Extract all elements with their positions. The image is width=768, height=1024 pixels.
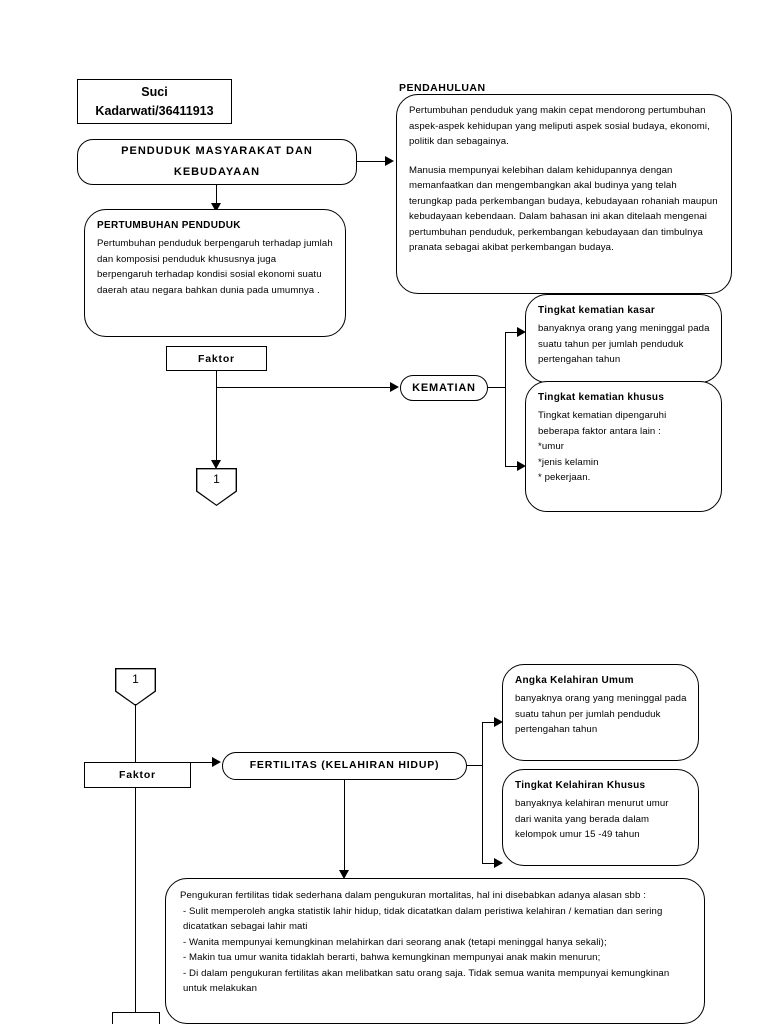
node-kematian: KEMATIAN	[400, 375, 488, 401]
arrowhead-fertilitas-to-pengukuran	[339, 870, 349, 879]
connector-kematian-to-khusus	[505, 466, 519, 468]
main-topic-line-2: KEBUDAYAAN	[173, 166, 261, 178]
pengukuran-item-0: - Sulit memperoleh angka statistik lahir…	[183, 905, 663, 933]
arrowhead-spine-to-fertilitas	[212, 757, 221, 767]
arrowhead-fertilitas-to-angka-umum	[494, 717, 503, 727]
arrowhead-topic-to-pendahuluan	[385, 156, 394, 166]
tingkat-kelahiran-khusus-body: banyaknya kelahiran menurut umur dari wa…	[515, 798, 669, 841]
arrowhead-kematian-to-kasar	[517, 327, 526, 337]
node-faktor-fertilitas: Faktor	[84, 762, 191, 788]
kematian-khusus-item-0: *umur	[538, 441, 565, 453]
pendahuluan-spacer	[409, 150, 720, 163]
connector-kematian-bus	[505, 332, 507, 467]
kematian-khusus-body: Tingkat kematian dipengaruhi beberapa fa…	[538, 410, 667, 437]
connector-spine-section2	[135, 704, 137, 1020]
arrowhead-fertilitas-to-kelahiran-khusus	[494, 858, 503, 868]
node-angka-kelahiran-umum: Angka Kelahiran Umum banyaknya orang yan…	[502, 664, 699, 761]
pendahuluan-paragraph-1: Pertumbuhan penduduk yang makin cepat me…	[409, 105, 710, 148]
connector-faktor-to-kematian	[216, 387, 390, 389]
kematian-khusus-heading: Tingkat kematian khusus	[538, 392, 665, 403]
pertumbuhan-heading: PERTUMBUHAN PENDUDUK	[97, 220, 241, 231]
pertumbuhan-body: Pertumbuhan penduduk berpengaruh terhada…	[97, 238, 333, 296]
kematian-kasar-body: banyaknya orang yang meninggal pada suat…	[538, 323, 710, 366]
main-topic-line-1: PENDUDUK MASYARAKAT DAN	[121, 145, 313, 158]
page-connector-in-label: 1	[132, 672, 139, 686]
pendahuluan-paragraph-2: Manusia mempunyai kelebihan dalam kehidu…	[409, 164, 718, 254]
connector-faktor-to-page-marker	[216, 371, 218, 462]
page-connector-out-1: 1	[196, 468, 237, 506]
faktor-label-2: Faktor	[119, 769, 156, 781]
arrowhead-faktor-to-kematian	[390, 382, 399, 392]
connector-kematian-stem	[488, 387, 506, 389]
node-tingkat-kelahiran-khusus: Tingkat Kelahiran Khusus banyaknya kelah…	[502, 769, 699, 866]
node-pertumbuhan-penduduk: PERTUMBUHAN PENDUDUK Pertumbuhan pendudu…	[84, 209, 346, 337]
kematian-khusus-item-1: *jenis kelamin	[538, 456, 599, 468]
connector-topic-to-pendahuluan	[357, 161, 385, 163]
pengukuran-intro: Pengukuran fertilitas tidak sederhana da…	[180, 890, 646, 901]
pengukuran-item-1: - Wanita mempunyai kemungkinan melahirka…	[183, 936, 607, 948]
angka-kelahiran-umum-body: banyaknya orang yang meninggal pada suat…	[515, 693, 687, 736]
node-penduduk-masyarakat-dan-kebudayaan: PENDUDUK MASYARAKAT DAN KEBUDAYAAN	[77, 139, 357, 185]
page-connector-out-label: 1	[213, 472, 220, 486]
arrowhead-kematian-to-khusus	[517, 461, 526, 471]
kematian-khusus-item-2: * pekerjaan.	[538, 472, 591, 484]
author-second-line: Kadarwati/36411913	[95, 103, 214, 118]
node-pengukuran-fertilitas: Pengukuran fertilitas tidak sederhana da…	[165, 878, 705, 1024]
angka-kelahiran-umum-heading: Angka Kelahiran Umum	[515, 675, 634, 686]
pengukuran-item-3: - Di dalam pengukuran fertilitas akan me…	[183, 967, 670, 995]
node-tingkat-kematian-khusus: Tingkat kematian khusus Tingkat kematian…	[525, 381, 722, 512]
node-pendahuluan: Pertumbuhan penduduk yang makin cepat me…	[396, 94, 732, 294]
kematian-label: KEMATIAN	[412, 382, 476, 394]
arrowhead-topic-to-pertumbuhan	[211, 203, 221, 212]
tingkat-kelahiran-khusus-heading: Tingkat Kelahiran Khusus	[515, 780, 646, 791]
connector-fertilitas-bus	[482, 722, 484, 864]
page-connector-in-1: 1	[115, 668, 156, 706]
fertilitas-label: FERTILITAS (KELAHIRAN HIDUP)	[249, 759, 440, 772]
faktor-label-1: Faktor	[198, 352, 235, 365]
author-first-line: Suci	[141, 84, 168, 99]
node-tingkat-kematian-kasar: Tingkat kematian kasar banyaknya orang y…	[525, 294, 722, 383]
connector-kematian-to-kasar	[505, 332, 519, 334]
pengukuran-item-2: - Makin tua umur wanita tidaklah berarti…	[183, 952, 601, 964]
connector-fertilitas-to-kelahiran-khusus	[482, 863, 496, 865]
connector-fertilitas-to-angka-umum	[482, 722, 496, 724]
arrowhead-faktor-to-page-marker	[211, 460, 221, 469]
node-faktor-kematian: Faktor	[166, 346, 267, 371]
node-fertilitas: FERTILITAS (KELAHIRAN HIDUP)	[222, 752, 467, 780]
node-bottom-cutoff	[112, 1012, 160, 1024]
kematian-kasar-heading: Tingkat kematian kasar	[538, 305, 656, 316]
connector-fertilitas-to-pengukuran	[344, 780, 346, 872]
author-name-box: Suci Kadarwati/36411913	[77, 79, 232, 124]
pendahuluan-heading: PENDAHULUAN	[399, 82, 486, 94]
connector-topic-to-pertumbuhan	[216, 185, 218, 205]
connector-fertilitas-stem	[467, 765, 483, 767]
